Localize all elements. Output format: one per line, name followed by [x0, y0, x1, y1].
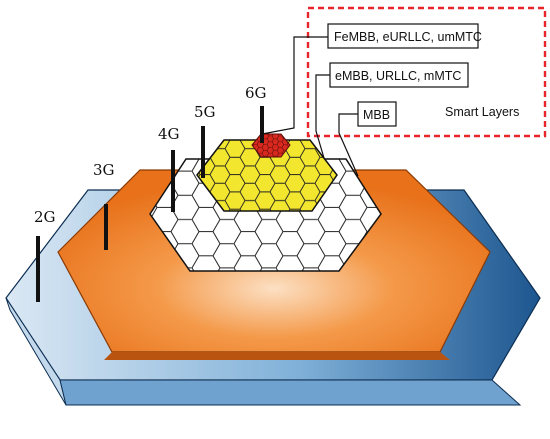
service-box-femmb: FeMBB, eURLLC, umMTC	[327, 23, 482, 49]
service-box-mbb: MBB	[357, 101, 397, 127]
service-box-femmb-frame	[327, 23, 479, 49]
service-label-embb: eMBB, URLLC, mMTC	[335, 69, 461, 83]
layer-5g-face	[196, 139, 338, 212]
service-box-embb: eMBB, URLLC, mMTC	[329, 62, 469, 88]
label-3g: 3G	[93, 161, 115, 179]
label-6g: 6G	[245, 84, 267, 102]
service-connectors	[261, 36, 359, 177]
service-box-embb-frame	[329, 62, 469, 88]
layer-2g-bevel-front	[59, 379, 522, 406]
connector-embb	[315, 74, 330, 159]
layer-5g	[196, 139, 338, 212]
connector-mbb	[338, 113, 359, 177]
smart-layers-box: Smart Layers	[306, 6, 547, 138]
service-label-femmb: FeMBB, eURLLC, umMTC	[334, 30, 482, 44]
service-label-mbb: MBB	[363, 108, 390, 122]
label-5g: 5G	[194, 103, 216, 121]
connector-femmb	[261, 36, 328, 135]
generation-labels: 2G 3G 4G 5G 6G	[34, 84, 267, 226]
smart-layers-border	[306, 6, 547, 138]
service-box-mbb-frame	[357, 101, 397, 127]
layer-3g-edge	[104, 352, 450, 360]
smart-layers-label: Smart Layers	[445, 105, 519, 119]
label-2g: 2G	[34, 208, 56, 226]
generation-poles	[36, 106, 264, 302]
label-4g: 4G	[158, 125, 180, 143]
